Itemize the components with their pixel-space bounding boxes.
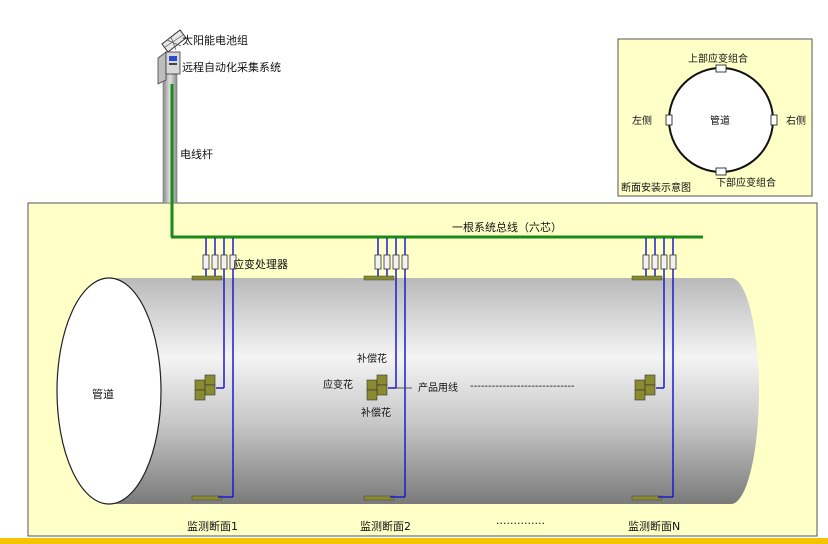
cross-section-diagram <box>665 64 778 176</box>
cross-section-right-label: 右侧 <box>786 114 806 127</box>
strain-gauge <box>194 379 206 391</box>
strain-rosette-label: 应变花 <box>323 378 353 391</box>
strain-processor <box>651 254 659 270</box>
bus-line <box>170 84 703 239</box>
solar-panel-icon <box>161 29 187 53</box>
remote-system-label: 远程自动化采集系统 <box>182 60 281 74</box>
pipe-label: 管道 <box>92 387 114 401</box>
strain-gauge <box>204 374 216 386</box>
section-label-1: 监测断面1 <box>187 519 238 533</box>
strain-gauge <box>634 389 646 401</box>
strain-processor <box>383 254 391 270</box>
cross-section-center-label: 管道 <box>710 114 730 127</box>
strain-processor <box>642 254 650 270</box>
solar-panel-label: 太阳能电池组 <box>182 33 248 47</box>
strain-gauge <box>204 384 216 396</box>
compensation-top-label: 补偿花 <box>357 352 387 365</box>
processor-label: 应变处理器 <box>233 257 288 271</box>
bottom-mount-pad <box>631 495 663 501</box>
top-mount-pad <box>631 275 663 281</box>
strain-processor <box>202 254 210 270</box>
bus-line-label: 一根系统总线（六芯） <box>452 220 562 234</box>
strain-processor <box>220 254 228 270</box>
remote-acquisition-box-icon <box>157 51 181 85</box>
cross-section-bottom-label: 下部应变组合 <box>716 176 776 189</box>
section-label-n: 监测断面N <box>628 519 680 533</box>
strain-gauge <box>366 389 378 401</box>
strain-processor <box>660 254 668 270</box>
compensation-bottom-label: 补偿花 <box>361 406 391 419</box>
utility-pole <box>162 71 178 204</box>
bottom-mount-pad <box>191 495 223 501</box>
cross-section-top-label: 上部应变组合 <box>688 52 748 65</box>
strain-processor <box>669 254 677 270</box>
pole-label: 电线杆 <box>180 147 213 161</box>
strain-processor <box>401 254 409 270</box>
top-mount-pad <box>363 275 395 281</box>
monitoring-sections <box>191 238 677 501</box>
bottom-rule <box>0 538 828 544</box>
strain-processor <box>392 254 400 270</box>
strain-processor <box>374 254 382 270</box>
strain-gauge <box>644 374 656 386</box>
strain-gauge <box>644 384 656 396</box>
strain-gauge <box>194 389 206 401</box>
strain-gauge <box>366 379 378 391</box>
strain-gauge <box>376 374 388 386</box>
cross-section-title: 断面安装示意图 <box>621 181 691 194</box>
product-line-label: 产品用线 <box>418 381 458 394</box>
strain-processor <box>211 254 219 270</box>
cross-section-left-label: 左侧 <box>632 114 652 127</box>
section-ellipsis: ·············· <box>496 517 545 530</box>
top-mount-pad <box>191 275 223 281</box>
bottom-mount-pad <box>363 495 395 501</box>
product-line-dashes: ----------------------------- <box>470 381 575 392</box>
section-label-2: 监测断面2 <box>360 519 411 533</box>
strain-gauge <box>634 379 646 391</box>
strain-gauge <box>376 384 388 396</box>
